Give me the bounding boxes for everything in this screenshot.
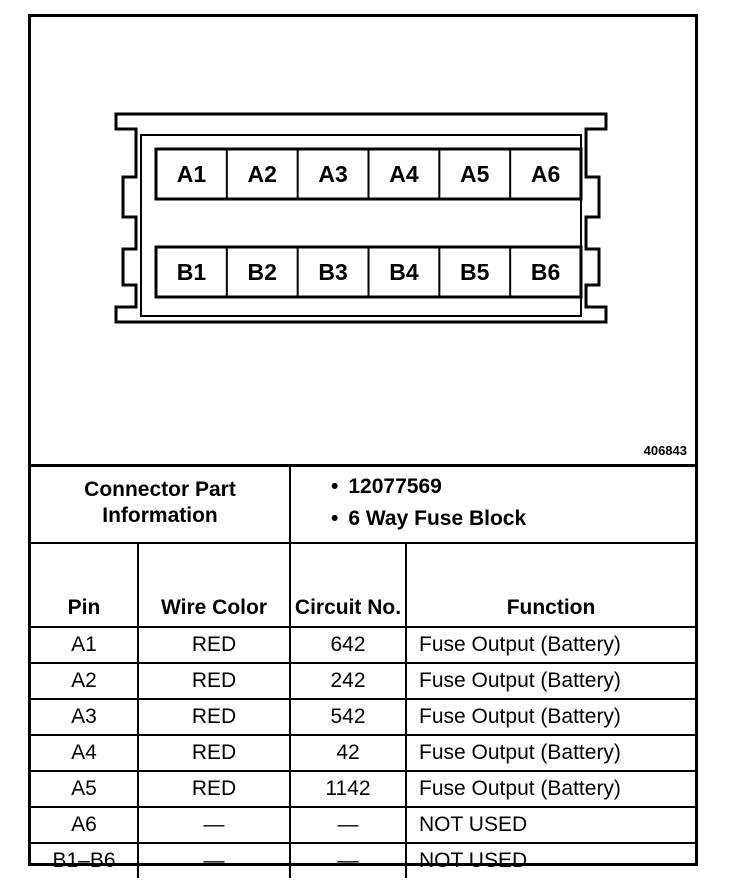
cell-function: NOT USED bbox=[405, 842, 696, 878]
cell-wire-color: RED bbox=[136, 734, 292, 772]
cell-function: Fuse Output (Battery) bbox=[405, 770, 696, 808]
column-header-row: Pin Wire Color Circuit No. Function bbox=[31, 542, 696, 628]
cell-wire-color: — bbox=[136, 806, 292, 844]
row-b-cavities: B1 B2 B3 B4 B5 B6 bbox=[177, 247, 560, 297]
part-number: 12077569 bbox=[331, 471, 695, 503]
col-header-pin: Pin bbox=[31, 542, 139, 628]
cavity-a2: A2 bbox=[248, 161, 277, 187]
cell-pin: B1–B6 bbox=[31, 842, 139, 878]
cavity-b1: B1 bbox=[177, 259, 207, 285]
cell-pin: A5 bbox=[31, 770, 139, 808]
cell-pin: A2 bbox=[31, 662, 139, 700]
connector-info-row: Connector Part Information 12077569 6 Wa… bbox=[31, 464, 696, 544]
col-header-wire-color: Wire Color bbox=[136, 542, 292, 628]
cavity-a4: A4 bbox=[389, 161, 419, 187]
cavity-b3: B3 bbox=[318, 259, 347, 285]
cell-circuit: — bbox=[289, 842, 408, 878]
table-row: B1–B6——NOT USED bbox=[31, 842, 696, 878]
figure-number: 406843 bbox=[643, 443, 687, 458]
cavity-b2: B2 bbox=[248, 259, 277, 285]
connector-drawing: A1 A2 A3 A4 A5 A6 B1 B2 B3 B4 B5 B6 bbox=[114, 112, 608, 324]
cell-circuit: 242 bbox=[289, 662, 408, 700]
cell-function: Fuse Output (Battery) bbox=[405, 734, 696, 772]
cavity-a1: A1 bbox=[177, 161, 207, 187]
part-description: 6 Way Fuse Block bbox=[331, 503, 695, 535]
cell-pin: A6 bbox=[31, 806, 139, 844]
connector-housing bbox=[114, 112, 608, 324]
connector-part-info-list: 12077569 6 Way Fuse Block bbox=[289, 464, 696, 544]
pin-table: Connector Part Information 12077569 6 Wa… bbox=[31, 464, 696, 878]
connector-part-info-label: Connector Part Information bbox=[31, 464, 292, 544]
cell-circuit: 542 bbox=[289, 698, 408, 736]
col-header-circuit: Circuit No. bbox=[289, 542, 408, 628]
cell-circuit: 642 bbox=[289, 627, 408, 664]
col-header-function: Function bbox=[405, 542, 696, 628]
cell-circuit: 1142 bbox=[289, 770, 408, 808]
cavity-a5: A5 bbox=[460, 161, 490, 187]
cell-pin: A4 bbox=[31, 734, 139, 772]
cell-circuit: 42 bbox=[289, 734, 408, 772]
cell-wire-color: — bbox=[136, 842, 292, 878]
cavity-b5: B5 bbox=[460, 259, 490, 285]
cavity-b6: B6 bbox=[531, 259, 560, 285]
cavity-a6: A6 bbox=[531, 161, 560, 187]
table-row: A6——NOT USED bbox=[31, 806, 696, 844]
cell-function: Fuse Output (Battery) bbox=[405, 698, 696, 736]
cell-pin: A3 bbox=[31, 698, 139, 736]
cell-wire-color: RED bbox=[136, 770, 292, 808]
cell-circuit: — bbox=[289, 806, 408, 844]
cell-function: NOT USED bbox=[405, 806, 696, 844]
row-a-cavities: A1 A2 A3 A4 A5 A6 bbox=[177, 149, 560, 199]
connector-diagram: A1 A2 A3 A4 A5 A6 B1 B2 B3 B4 B5 B6 406843 bbox=[31, 17, 695, 467]
cavity-a3: A3 bbox=[318, 161, 347, 187]
connector-inner-wall bbox=[140, 134, 582, 317]
cell-wire-color: RED bbox=[136, 662, 292, 700]
cell-function: Fuse Output (Battery) bbox=[405, 627, 696, 664]
cell-wire-color: RED bbox=[136, 698, 292, 736]
cell-function: Fuse Output (Battery) bbox=[405, 662, 696, 700]
cavity-b4: B4 bbox=[389, 259, 419, 285]
cell-wire-color: RED bbox=[136, 627, 292, 664]
cell-pin: A1 bbox=[31, 627, 139, 664]
